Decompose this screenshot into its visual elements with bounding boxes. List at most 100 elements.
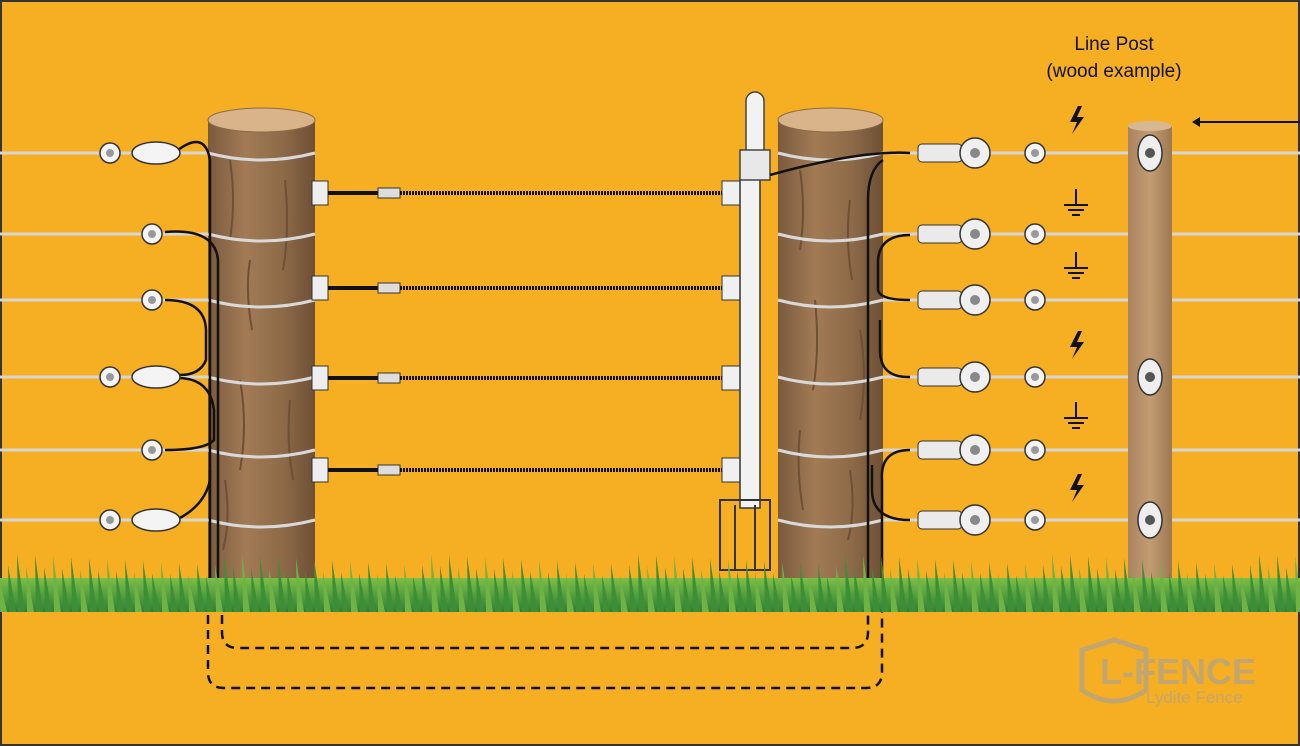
ground-icon [1064, 252, 1088, 279]
grass-blade [539, 560, 547, 612]
grass-blade [890, 568, 898, 612]
left-insulator-3 [141, 289, 163, 311]
gate-spring [377, 464, 401, 476]
line-post-insulators [1137, 134, 1163, 539]
grass-blade [773, 573, 781, 612]
right-insulator-1 [1024, 142, 1046, 164]
grass-blade [935, 559, 943, 612]
grass-blade [134, 572, 142, 612]
grass-blade [1232, 564, 1240, 612]
grass-blade [1241, 576, 1249, 612]
grass-blade [89, 558, 97, 612]
grass-blade [332, 560, 340, 612]
bolt-shape [1070, 474, 1084, 502]
grass-blade [206, 576, 214, 612]
grass-blade [971, 561, 979, 612]
strainer-hub [970, 295, 980, 305]
grass-blade [1268, 566, 1276, 612]
grass-blade [260, 556, 268, 612]
wrap-right-2 [777, 232, 884, 243]
grass-blade [845, 554, 853, 612]
insulator-center [1145, 148, 1155, 158]
grass-blade [1151, 571, 1159, 612]
grass-blade [1007, 563, 1015, 612]
strainer-body [917, 367, 963, 387]
grass-blade [944, 571, 952, 612]
grass-blade [1133, 570, 1141, 612]
gate-spring [377, 372, 401, 384]
grass-blade [647, 566, 655, 612]
left-tensioner-1 [131, 141, 181, 165]
strainer-hub [970, 515, 980, 525]
grass-blade [962, 572, 970, 612]
grass-blade [8, 565, 16, 612]
grass-blade [1061, 566, 1069, 612]
grass-blade [251, 567, 259, 612]
wrap-left-3 [207, 298, 316, 309]
left-insulator-4 [99, 366, 121, 388]
grass-blade [674, 556, 682, 612]
grass-blade [80, 569, 88, 612]
fence-wires [0, 151, 1300, 522]
grass-blade [728, 559, 736, 612]
grass-blade [116, 571, 124, 612]
grass-blade [1097, 568, 1105, 612]
right-gate-post [777, 107, 884, 590]
grass-blade [1115, 569, 1123, 612]
grass-blade [0, 580, 7, 612]
insulator-center [1145, 372, 1155, 382]
grass-blade [359, 573, 367, 612]
grass-blade [422, 565, 430, 612]
insulator-core [148, 446, 156, 454]
grass-blade [1079, 567, 1087, 612]
grass-blade [512, 570, 520, 612]
right-insulator-2 [1024, 223, 1046, 245]
grass-blade [1025, 564, 1033, 612]
right-strainer-1 [917, 137, 991, 169]
left-insulator-6 [99, 509, 121, 531]
grass-blade [872, 567, 880, 612]
right-strainer-5 [917, 434, 991, 466]
bolt-shape [1070, 106, 1084, 134]
left-gate-post [207, 107, 316, 590]
grass-blade [701, 569, 709, 612]
right-insulator-6 [1024, 509, 1046, 531]
grass-blade [836, 565, 844, 612]
grass-blade [818, 564, 826, 612]
grass-blade [170, 574, 178, 612]
grass-blade [53, 556, 61, 612]
insulator-core [148, 230, 156, 238]
grass-blade [584, 574, 592, 612]
grass-blade [1178, 561, 1186, 612]
grass-blade [1187, 573, 1195, 612]
grass-blade [503, 558, 511, 612]
right-strainer-6 [917, 504, 991, 536]
grass-blade [1286, 567, 1294, 612]
grass-blade [125, 560, 133, 612]
grass-blade [71, 557, 79, 612]
grass-blade [377, 574, 385, 612]
grass-blade [746, 560, 754, 612]
grass-blade [1070, 555, 1078, 612]
grass-blade [755, 572, 763, 612]
grass-blade [611, 564, 619, 612]
grass-blade [863, 555, 871, 612]
bolt-icon [1070, 106, 1084, 134]
grass-blade [764, 561, 772, 612]
watermark-logo: L-FENCE Lydite Fence [1079, 637, 1256, 707]
gate-handle-3 [311, 365, 753, 391]
gate-hook-left [311, 180, 329, 206]
line-post-sublabel: (wood example) [1046, 61, 1181, 82]
gate-handle-2 [311, 275, 753, 301]
grass-blade [683, 568, 691, 612]
grass-blade [638, 554, 646, 612]
strainer-hub [970, 445, 980, 455]
strainer-hub [970, 229, 980, 239]
gate-spring [377, 187, 401, 199]
gate-hook-left [311, 275, 329, 301]
grass-blade [395, 575, 403, 612]
grass-blade [593, 563, 601, 612]
line-post-insulator-3 [1137, 501, 1163, 539]
wrap-left-6 [207, 518, 316, 529]
